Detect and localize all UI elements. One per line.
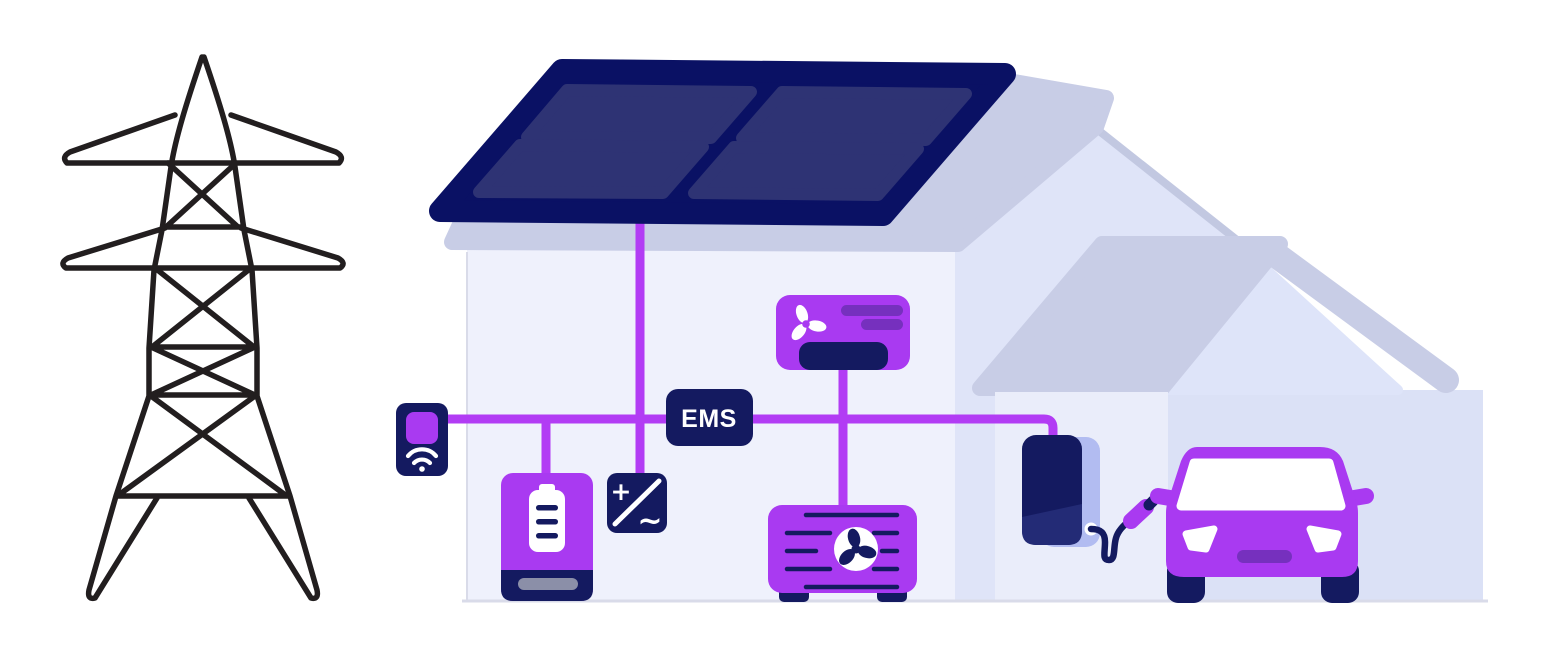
car-headlight-right xyxy=(1306,525,1342,553)
electric-car xyxy=(1150,447,1374,603)
roof-edge-stripe xyxy=(1095,126,1250,252)
transmission-tower xyxy=(60,54,346,602)
ev-charger xyxy=(1022,435,1159,564)
heat-pump-fan-icon xyxy=(839,528,877,565)
garage-roof xyxy=(972,236,1288,396)
smart-meter-screen xyxy=(406,412,438,444)
heat-pump-grille xyxy=(784,512,900,590)
car-mirror-right xyxy=(1346,488,1374,506)
energy-wires xyxy=(439,195,1058,517)
ems-label: EMS xyxy=(681,405,737,433)
charging-connector-icon xyxy=(1123,495,1159,529)
charging-cable xyxy=(1087,517,1133,564)
inverter: + ~ xyxy=(607,473,667,539)
charger-holster xyxy=(1022,504,1082,545)
dc-ac-inverter-icon: + ~ xyxy=(611,477,663,539)
garage-roof-slope xyxy=(1259,239,1459,393)
smart-meter xyxy=(396,403,448,476)
car-mirror-left xyxy=(1150,488,1178,506)
solar-cell xyxy=(473,139,709,199)
inverter-plus-glyph: + xyxy=(611,477,632,506)
tower-crossarm-lower xyxy=(60,225,346,271)
solar-cell xyxy=(688,141,924,201)
car-grille xyxy=(1237,550,1292,563)
car-windshield xyxy=(1176,458,1346,511)
battery-icon xyxy=(529,484,565,552)
battery-level-pill xyxy=(518,578,578,590)
battery-storage xyxy=(501,473,593,601)
solar-cell xyxy=(521,84,757,144)
ems-box xyxy=(666,389,753,446)
air-conditioner xyxy=(776,295,910,370)
inverter-slash xyxy=(612,478,662,527)
solar-cell xyxy=(736,86,972,146)
ac-fan-icon xyxy=(791,304,827,341)
heat-pump xyxy=(768,505,917,602)
ac-slat xyxy=(861,319,903,330)
car-headlight-left xyxy=(1182,525,1218,553)
wifi-icon xyxy=(405,447,439,472)
ems-controller: EMS xyxy=(666,389,753,446)
wire-main-bus xyxy=(439,414,1058,460)
tower-crossarm-upper xyxy=(61,112,345,166)
ac-vent xyxy=(799,342,888,370)
tower-bracing xyxy=(114,160,292,499)
inverter-tilde-glyph: ~ xyxy=(637,504,662,539)
solar-panel xyxy=(429,59,1016,226)
ac-slat xyxy=(841,305,903,316)
